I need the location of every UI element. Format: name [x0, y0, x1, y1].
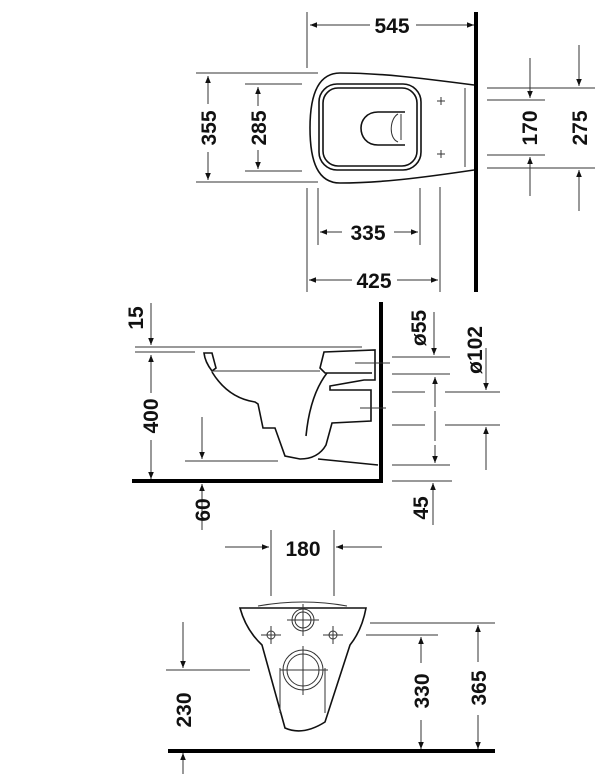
dim-335: 335: [350, 222, 385, 245]
dim-170: 170: [519, 110, 542, 145]
dim-545: 545: [374, 15, 409, 38]
dim-355: 355: [198, 110, 221, 145]
dim-60: 60: [192, 498, 215, 521]
dim-285: 285: [248, 110, 271, 145]
side-view: 15 400 60 ø55 ø102 45: [125, 302, 500, 530]
dim-400: 400: [140, 398, 163, 433]
dim-180: 180: [285, 538, 320, 561]
dim-45: 45: [410, 496, 433, 520]
top-view: 545 355 285 335 425 170 275: [196, 12, 595, 293]
dim-365: 365: [468, 670, 491, 705]
dim-330: 330: [411, 673, 434, 708]
dim-o102: ø102: [464, 326, 487, 374]
front-view: 180 230 330 365: [166, 530, 495, 774]
dim-230: 230: [173, 692, 196, 727]
dim-o55: ø55: [408, 310, 431, 347]
dim-275: 275: [569, 110, 592, 145]
dim-15: 15: [125, 306, 148, 330]
dim-425: 425: [356, 270, 391, 293]
bowl-outline: [309, 72, 475, 184]
